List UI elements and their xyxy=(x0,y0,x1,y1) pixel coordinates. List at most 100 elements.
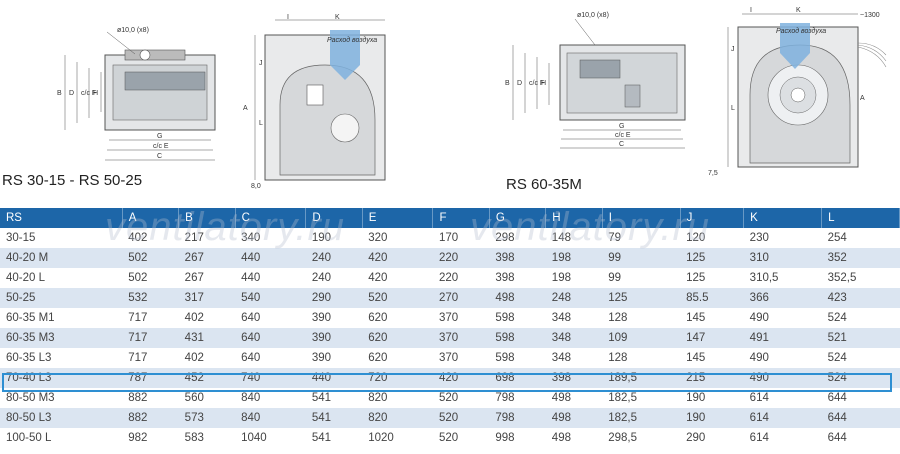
value-cell: 270 xyxy=(432,288,490,308)
column-header-a: A xyxy=(122,208,180,228)
value-cell: 298 xyxy=(489,228,546,248)
value-cell: 254 xyxy=(821,228,900,248)
value-cell: 598 xyxy=(489,348,546,368)
value-cell: 267 xyxy=(178,268,236,288)
value-cell: 541 xyxy=(305,388,363,408)
value-cell: 145 xyxy=(680,308,744,328)
value-cell: 145 xyxy=(680,348,744,368)
value-cell: 524 xyxy=(821,308,900,328)
value-cell: 298,5 xyxy=(602,428,681,448)
value-cell: 390 xyxy=(305,328,363,348)
dim-ce-large: c/c E xyxy=(615,132,631,139)
value-cell: 402 xyxy=(122,228,179,248)
value-cell: 420 xyxy=(362,248,433,268)
value-cell: 128 xyxy=(602,348,681,368)
value-cell: 614 xyxy=(743,408,822,428)
value-cell: 423 xyxy=(821,288,900,308)
value-cell: 620 xyxy=(362,308,433,328)
value-cell: 120 xyxy=(680,228,744,248)
column-header-l: L xyxy=(821,208,900,228)
value-cell: 431 xyxy=(178,328,236,348)
value-cell: 290 xyxy=(305,288,363,308)
airflow-label: Расход воздуха xyxy=(327,36,377,44)
value-cell: 798 xyxy=(489,388,546,408)
value-cell: 240 xyxy=(305,268,363,288)
model-cell: 60-35 M3 xyxy=(0,328,123,348)
value-cell: 352,5 xyxy=(821,268,900,288)
value-cell: 147 xyxy=(680,328,744,348)
value-cell: 644 xyxy=(821,428,900,448)
column-header-d: D xyxy=(305,208,363,228)
model-cell: 80-50 M3 xyxy=(0,388,123,408)
value-cell: 840 xyxy=(235,408,306,428)
value-cell: 614 xyxy=(743,388,822,408)
value-cell: 170 xyxy=(432,228,490,248)
dim-l-large: L xyxy=(731,105,735,112)
value-cell: 398 xyxy=(489,248,546,268)
dim-d: D xyxy=(69,90,74,97)
dim-j-large: J xyxy=(731,46,735,53)
value-cell: 352 xyxy=(821,248,900,268)
column-header-h: H xyxy=(545,208,603,228)
dim-i-large: I xyxy=(750,7,752,14)
dim-b-large: B xyxy=(505,80,510,87)
dim-75: 7,5 xyxy=(708,170,718,177)
value-cell: 644 xyxy=(821,408,900,428)
column-header-rs: RS xyxy=(0,208,123,228)
value-cell: 1020 xyxy=(362,428,433,448)
value-cell: 125 xyxy=(602,288,681,308)
value-cell: 190 xyxy=(305,228,363,248)
dim-80: 8,0 xyxy=(251,183,261,190)
value-cell: 290 xyxy=(680,428,744,448)
value-cell: 982 xyxy=(122,428,179,448)
value-cell: 520 xyxy=(432,428,490,448)
column-header-e: E xyxy=(362,208,434,228)
value-cell: 598 xyxy=(489,308,546,328)
value-cell: 560 xyxy=(178,388,236,408)
value-cell: 370 xyxy=(432,308,490,328)
value-cell: 532 xyxy=(122,288,179,308)
highlighted-row-frame xyxy=(2,373,892,392)
value-cell: 520 xyxy=(432,388,490,408)
value-cell: 99 xyxy=(602,248,681,268)
column-header-f: F xyxy=(432,208,490,228)
value-cell: 498 xyxy=(489,288,546,308)
value-cell: 541 xyxy=(305,428,363,448)
front-view-large: B D c/c F H G c/c E C ø10,0 (x8) xyxy=(505,12,686,149)
value-cell: 320 xyxy=(362,228,433,248)
column-header-g: G xyxy=(489,208,547,228)
value-cell: 540 xyxy=(235,288,306,308)
column-header-k: K xyxy=(743,208,823,228)
technical-drawings: B D c/c F H G c/c E C ø10,0 (x8) I K J L… xyxy=(0,0,900,205)
value-cell: 348 xyxy=(545,348,603,368)
value-cell: 182,5 xyxy=(602,388,681,408)
front-view-small: B D c/c F H G c/c E C ø10,0 (x8) xyxy=(57,27,216,161)
side-view-small: I K J L A 8,0 Расход воздуха xyxy=(243,14,386,190)
dim-d-large: D xyxy=(517,80,522,87)
value-cell: 614 xyxy=(743,428,822,448)
value-cell: 220 xyxy=(432,248,490,268)
model-label-large: RS 60-35M xyxy=(506,176,582,193)
airflow-label-large: Расход воздуха xyxy=(776,27,826,35)
value-cell: 498 xyxy=(545,428,603,448)
value-cell: 640 xyxy=(235,328,306,348)
value-cell: 882 xyxy=(122,388,179,408)
value-cell: 125 xyxy=(680,248,744,268)
value-cell: 348 xyxy=(545,308,603,328)
value-cell: 524 xyxy=(821,348,900,368)
value-cell: 620 xyxy=(362,328,433,348)
value-cell: 502 xyxy=(122,248,179,268)
dim-l: L xyxy=(259,120,263,127)
dim-g: G xyxy=(157,133,162,140)
value-cell: 370 xyxy=(432,348,490,368)
hole-label-large: ø10,0 (x8) xyxy=(577,12,609,19)
value-cell: 717 xyxy=(122,308,179,328)
value-cell: 502 xyxy=(122,268,179,288)
value-cell: 402 xyxy=(178,348,236,368)
